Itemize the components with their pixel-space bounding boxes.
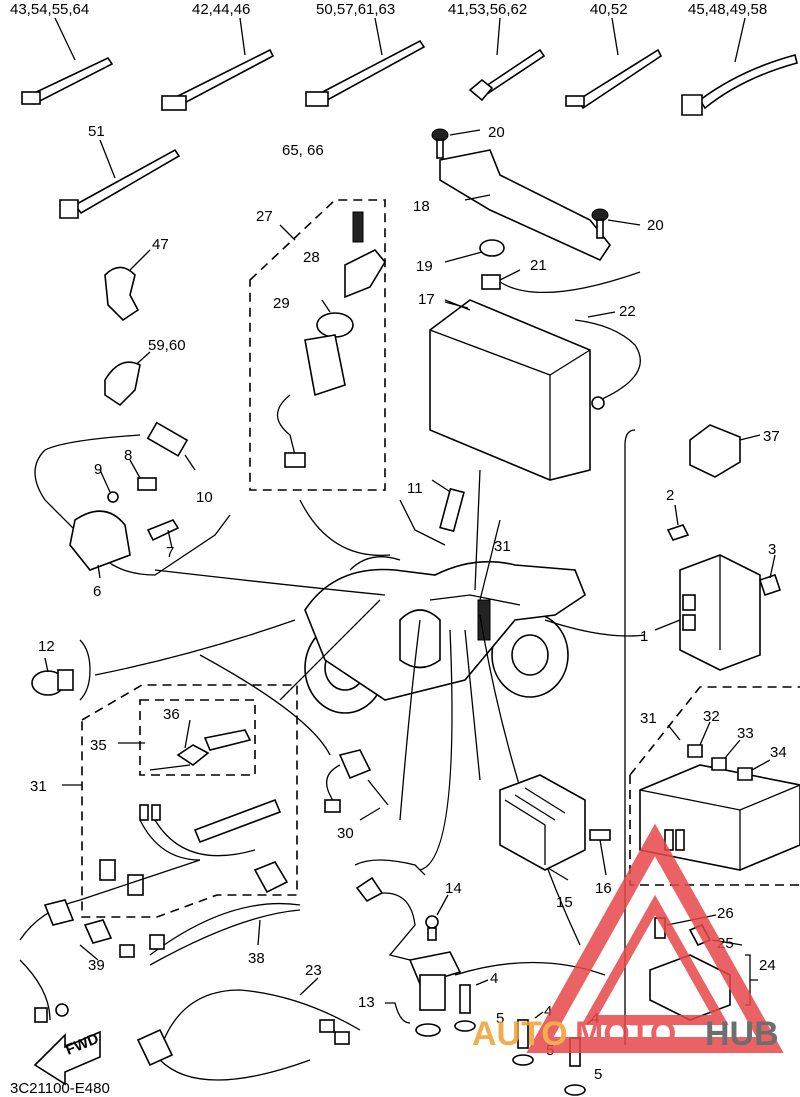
label-35: 35 [90, 737, 107, 754]
harness-39 [19, 859, 201, 1023]
clamp-47 [104, 249, 151, 322]
label-31c: 31 [640, 710, 657, 727]
atv-vehicle [304, 556, 586, 714]
label-50: 50,57,61,63 [316, 1, 395, 18]
label-23: 23 [305, 962, 322, 979]
battery-bracket-18 [439, 149, 611, 262]
battery-lead-22 [574, 311, 641, 410]
watermark-middle: MOTO [575, 1015, 676, 1053]
cable-tie-41 [468, 17, 546, 102]
label-15: 15 [556, 894, 573, 911]
label-2: 2 [666, 487, 674, 504]
label-34: 34 [770, 744, 787, 761]
cable-tie-51 [59, 139, 181, 219]
neutral-switch-12 [31, 657, 74, 696]
label-31b: 31 [30, 778, 47, 795]
bolt-16 [589, 829, 611, 876]
label-47: 47 [152, 236, 169, 253]
harness-23 [136, 977, 361, 1081]
clamp-59 [104, 351, 151, 407]
cable-tie-50 [305, 17, 426, 107]
label-19: 19 [416, 258, 433, 275]
label-27: 27 [256, 208, 273, 225]
diagram-code: 3C21100-E480 [10, 1080, 110, 1097]
label-51: 51 [88, 123, 105, 140]
grommet-19 [444, 239, 505, 263]
bracket-right [624, 429, 636, 1045]
spark-plug-11 [399, 479, 465, 546]
sensor-30 [324, 749, 389, 821]
cable-tie-42 [161, 17, 275, 111]
label-17: 17 [418, 291, 435, 308]
bracket-left-12 [79, 639, 91, 701]
label-29: 29 [273, 295, 290, 312]
label-20a: 20 [488, 124, 505, 141]
label-38: 38 [248, 950, 265, 967]
harness-box-31-left [62, 684, 298, 918]
battery-17 [429, 299, 591, 481]
label-7: 7 [166, 544, 174, 561]
watermark-logo: AUTO MOTO HUB [472, 823, 784, 1053]
label-36: 36 [163, 706, 180, 723]
cable-tie-45 [681, 17, 798, 116]
label-21: 21 [530, 257, 547, 274]
label-30: 30 [337, 825, 354, 842]
label-22: 22 [619, 303, 636, 320]
label-3: 3 [768, 541, 776, 558]
label-11: 11 [407, 480, 423, 497]
bolt-20a [431, 128, 481, 159]
cdi-unit-1 [654, 504, 782, 671]
rectifier-15 [499, 774, 586, 881]
relay-37 [689, 424, 761, 478]
label-28: 28 [303, 249, 320, 266]
label-40: 40,52 [590, 1, 628, 18]
label-13: 13 [358, 994, 375, 1011]
label-45: 45,48,49,58 [688, 1, 767, 18]
label-4b: 4 [544, 1003, 552, 1020]
label-12: 12 [38, 638, 55, 655]
label-20b: 20 [647, 217, 664, 234]
label-32: 32 [703, 708, 720, 725]
label-16: 16 [595, 880, 612, 897]
label-18: 18 [413, 198, 430, 215]
main-switch-assembly [249, 199, 386, 491]
fwd-arrow: FWD [33, 1030, 101, 1086]
label-24: 24 [759, 957, 776, 974]
harness-38 [119, 861, 301, 966]
label-43: 43,54,55,64 [10, 1, 89, 18]
label-65: 65, 66 [282, 142, 324, 159]
label-9: 9 [94, 461, 102, 478]
label-31a: 31 [494, 538, 511, 555]
label-39: 39 [88, 957, 105, 974]
cable-tie-40 [565, 17, 663, 110]
label-10: 10 [196, 489, 213, 506]
watermark-prefix: AUTO [472, 1015, 568, 1053]
label-4a: 4 [490, 970, 498, 987]
label-37: 37 [763, 428, 780, 445]
label-42: 42,44,46 [192, 1, 250, 18]
label-5a: 5 [496, 1010, 504, 1027]
label-33: 33 [737, 725, 754, 742]
label-5c: 5 [594, 1066, 602, 1083]
label-41: 41,53,56,62 [448, 1, 527, 18]
label-14: 14 [445, 880, 462, 897]
cable-tie-43 [21, 17, 114, 106]
battery-lead-21 [481, 269, 641, 294]
speed-sensor-13 [354, 859, 462, 1037]
watermark-suffix: HUB [705, 1015, 779, 1053]
label-8: 8 [124, 447, 132, 464]
ignition-coil-group [34, 421, 231, 579]
label-6: 6 [93, 583, 101, 600]
label-1: 1 [640, 628, 648, 645]
bolt-20b [591, 208, 641, 239]
label-26: 26 [717, 905, 734, 922]
label-59: 59,60 [148, 337, 186, 354]
